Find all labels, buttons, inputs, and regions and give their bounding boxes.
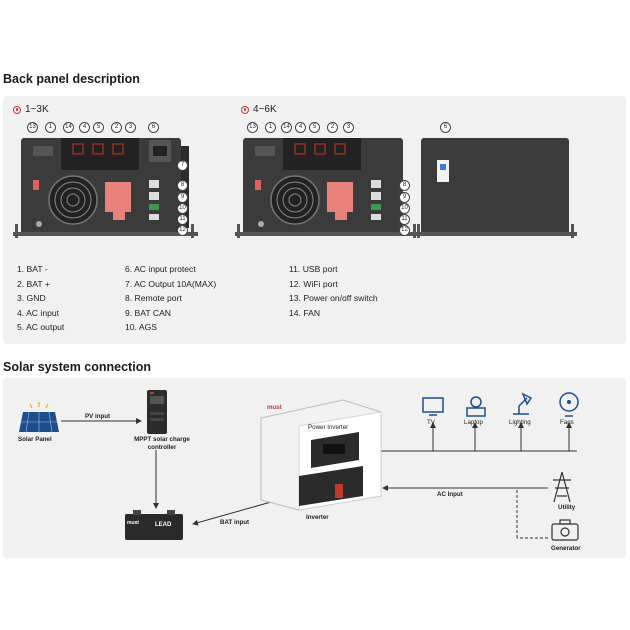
radio-icon (13, 105, 21, 114)
solar-connection-section: Solar Panel PV input MPPT solar charge c… (3, 378, 626, 558)
inverter-icon (260, 399, 382, 511)
callout-badge: 14 (281, 122, 292, 133)
legend-item: 14. FAN (289, 307, 321, 318)
callout-badge: 1 (45, 122, 56, 133)
callout-badge: 8 (399, 180, 410, 191)
utility-label: Utility (558, 504, 576, 511)
laptop-icon (466, 396, 486, 417)
lighting-icon (513, 392, 533, 415)
legend-item: 12. WiFi port (289, 278, 338, 289)
model-4-6k-label: 4~6K (253, 104, 277, 115)
legend-item: 8. Remote port (125, 293, 182, 304)
callout-badge: 11 (399, 214, 410, 225)
ac-input-label: AC Input (437, 491, 463, 498)
callout-badge: 3 (343, 122, 354, 133)
callout-badge: 3 (125, 122, 136, 133)
callout-badge: 11 (177, 214, 188, 225)
load-label: Laptop (464, 419, 483, 426)
inverter-model: Power Inverter (308, 424, 349, 431)
battery-model: LEAD (155, 522, 172, 528)
callout-badge: 2 (111, 122, 122, 133)
callout-badge: 10 (177, 203, 188, 214)
inverter-back-panel-a (13, 138, 198, 238)
callout-badge: 7 (177, 160, 188, 171)
callout-badge: 4 (79, 122, 90, 133)
legend-item: 1. BAT - (17, 264, 48, 274)
callout-badge: 6 (148, 122, 159, 133)
connection-lines (61, 418, 577, 539)
mppt-controller-icon (147, 390, 167, 434)
legend-item: 3. GND (17, 293, 46, 304)
load-label: Lighting (509, 419, 531, 426)
callout-badge: 14 (63, 122, 74, 133)
callout-badge: 13 (247, 122, 258, 133)
back-panel-section: 1~3K 4~6K 13 1 14 4 5 2 3 6 (3, 96, 626, 344)
solar-panel-icon (19, 402, 59, 433)
solar-panel-label: Solar Panel (18, 436, 52, 443)
callout-badge: 5 (93, 122, 104, 133)
legend-item: 10. AGS (125, 322, 158, 333)
model-1-3k-tag: 1~3K (13, 104, 49, 115)
generator-label: Generator (551, 545, 581, 552)
battery-icon (125, 510, 183, 540)
controller-label: MPPT solar charge controller (134, 436, 190, 451)
legend-item: 2. BAT + (17, 278, 50, 289)
callout-badge: 10 (399, 203, 410, 214)
legend-item: 7. AC Output 10A(MAX) (125, 278, 217, 289)
legend-item: 13. Power on/off switch (289, 293, 378, 304)
callout-badge: 4 (295, 122, 306, 133)
legend-item: 6. AC input protect (125, 264, 196, 274)
generator-icon (551, 519, 579, 541)
inverter-back-panel-b (235, 138, 420, 238)
callout-badge: 13 (27, 122, 38, 133)
legend-col-1: 1. BAT - 2. BAT + 3. GND 4. AC input 5. … (17, 262, 64, 335)
inverter-label: Inverter (306, 514, 329, 521)
utility-tower-icon (553, 471, 571, 503)
legend-item: 9. BAT CAN (125, 307, 172, 318)
radio-icon (241, 105, 249, 114)
inverter-side-view (415, 138, 577, 238)
back-panel-title: Back panel description (3, 72, 140, 86)
callout-badge: 5 (309, 122, 320, 133)
legend-item: 5. AC output (17, 322, 65, 333)
callout-badge: 9 (399, 192, 410, 203)
callout-badge: 6 (440, 122, 451, 133)
callout-badge: 8 (177, 180, 188, 191)
load-label: Fans (560, 419, 574, 426)
pv-input-label: PV input (85, 413, 111, 420)
model-1-3k-label: 1~3K (25, 104, 49, 115)
callout-badge: 1 (265, 122, 276, 133)
battery-brand: must (127, 520, 139, 526)
legend-item: 11. USB port (289, 264, 338, 274)
callout-badge: 9 (177, 192, 188, 203)
legend-col-2: 6. AC input protect 7. AC Output 10A(MAX… (125, 262, 216, 335)
model-4-6k-tag: 4~6K (241, 104, 277, 115)
legend-col-3: 11. USB port 12. WiFi port 13. Power on/… (289, 262, 378, 320)
fan-icon (559, 392, 579, 417)
inverter-brand: must (267, 404, 282, 411)
callout-badge: 12 (399, 225, 410, 236)
callout-badge: 2 (327, 122, 338, 133)
legend-item: 4. AC input (17, 307, 60, 318)
bat-input-label: BAT input (220, 519, 250, 526)
tv-icon (422, 397, 444, 416)
callout-badge: 12 (177, 225, 188, 236)
solar-section-title: Solar system connection (3, 360, 151, 374)
load-label: TV (427, 419, 435, 426)
